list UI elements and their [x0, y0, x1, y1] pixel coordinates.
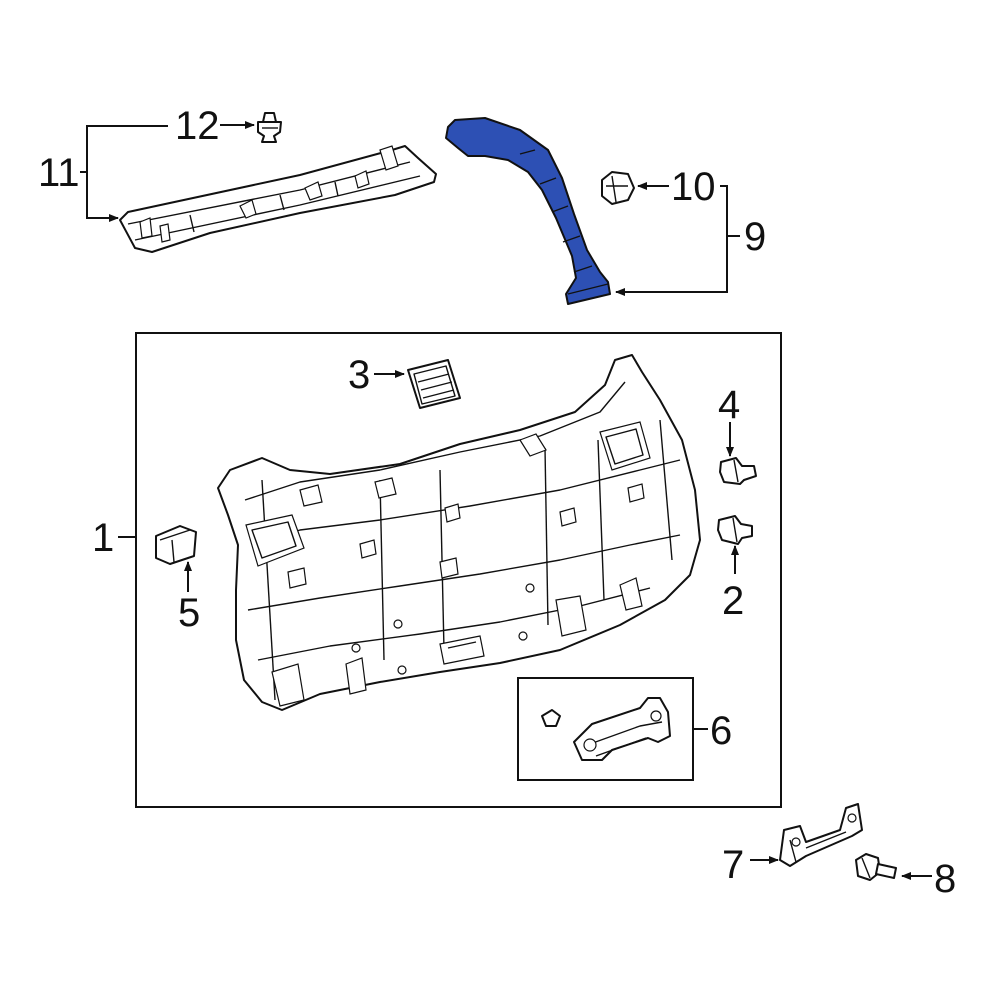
- part-10-clip[interactable]: [601, 171, 635, 205]
- part-6-bracket[interactable]: [541, 697, 671, 761]
- callout-2: 2: [722, 579, 744, 623]
- callout-4: 4: [718, 383, 740, 427]
- callout-7: 7: [722, 843, 744, 887]
- part-8-bolt[interactable]: [855, 853, 897, 881]
- callout-10: 10: [671, 165, 716, 209]
- callout-8: 8: [934, 857, 956, 901]
- part-11-upper-trim-panel[interactable]: [119, 145, 437, 253]
- callout-9: 9: [744, 215, 766, 259]
- part-4-clip[interactable]: [719, 457, 757, 485]
- callout-3: 3: [348, 353, 370, 397]
- part-5-clip[interactable]: [155, 525, 197, 565]
- part-9-pull-handle[interactable]: [445, 117, 611, 305]
- part-3-cover[interactable]: [407, 359, 461, 409]
- callout-11: 11: [38, 151, 80, 195]
- leader-lines: [80, 121, 932, 880]
- part-7-lower-bracket[interactable]: [779, 803, 863, 867]
- callout-labels: 11 12 10 9 3 1 4 2 5 6 7 8: [38, 104, 956, 901]
- part-1-main-trim-panel[interactable]: [217, 354, 701, 711]
- callout-5: 5: [178, 591, 200, 635]
- callout-12: 12: [175, 104, 220, 148]
- part-12-clip[interactable]: [257, 112, 282, 143]
- assembly-frame: [135, 332, 782, 808]
- part-2-clip[interactable]: [717, 515, 753, 545]
- callout-1: 1: [92, 516, 114, 560]
- callout-6: 6: [710, 709, 732, 753]
